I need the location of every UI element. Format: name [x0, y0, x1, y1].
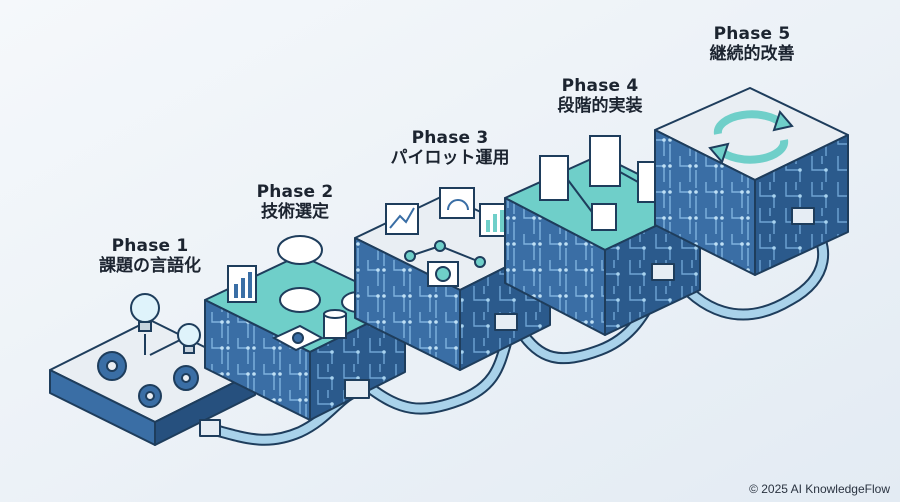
phase-5-title: 継続的改善	[709, 44, 795, 65]
phase-2-label: Phase 2 技術選定	[215, 182, 375, 223]
chart-icon	[227, 265, 257, 303]
phase-4-title: 段階的実装	[557, 96, 643, 117]
gear-icon	[97, 351, 199, 408]
phase-1-label: Phase 1 課題の言語化	[70, 236, 230, 277]
refresh-cycle-icon	[708, 110, 794, 164]
phase-3-title: パイロット運用	[390, 148, 510, 169]
cloud-icon	[277, 235, 375, 313]
phase-1-title: 課題の言語化	[99, 256, 201, 277]
phase-4-number: Phase 4	[561, 76, 639, 96]
block-phase-5	[654, 87, 849, 276]
phase-2-number: Phase 2	[256, 182, 334, 202]
phase-1-number: Phase 1	[111, 236, 189, 256]
phase-2-title: 技術選定	[261, 202, 329, 223]
dashboard-icon	[385, 187, 511, 287]
phase-5-label: Phase 5 継続的改善	[672, 24, 832, 65]
settings-card-icon	[271, 324, 325, 352]
flow-nodes	[404, 240, 486, 268]
lightbulb-icon	[130, 293, 201, 356]
phase-3-number: Phase 3	[411, 128, 489, 148]
copyright-notice: © 2025 AI KnowledgeFlow	[749, 482, 890, 496]
phase-3-label: Phase 3 パイロット運用	[360, 128, 540, 169]
database-icon	[323, 309, 347, 339]
phase-4-label: Phase 4 段階的実装	[520, 76, 680, 117]
building-icon	[539, 135, 667, 231]
phase-5-number: Phase 5	[713, 24, 791, 44]
